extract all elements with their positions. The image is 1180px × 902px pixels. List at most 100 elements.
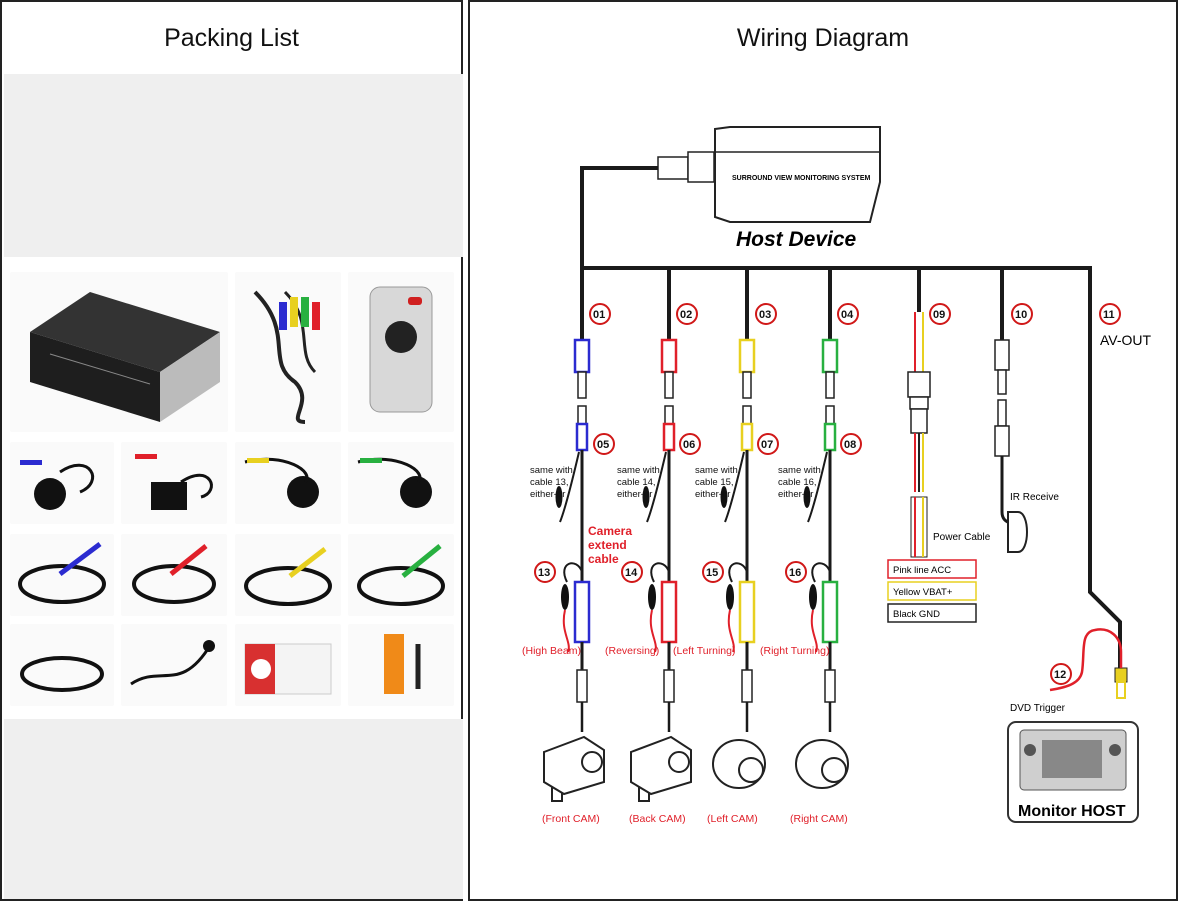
number-badge-16: 16 [785,561,807,583]
number-ring [676,303,698,325]
number-badge-10: 10 [1011,303,1033,325]
number-text: 16 [789,567,801,579]
number-ring [593,433,615,455]
number-ring [702,561,724,583]
same-with-wire [724,451,745,523]
number-text: 03 [759,309,771,321]
power-cable-label: Power Cable [933,532,991,543]
camera-plug [824,669,836,703]
number-badge-03: 03 [755,303,777,325]
number-text: 13 [538,567,550,579]
packing-list-title: Packing List [164,24,299,52]
number-badge-11: 11 [1099,303,1121,325]
trigger-red-wire [727,609,735,653]
same-with-line-1: same with [695,465,738,476]
trigger-loop [650,562,670,583]
trigger-red-wire [810,609,818,653]
same-with-line-3: either-or [778,489,813,500]
calibration-cloth-photo [235,624,341,706]
host-device: SURROUND VIEW MONITORING SYSTEM Host Dev… [657,126,881,251]
trigger-loop [563,562,583,583]
number-badge-09: 09 [929,303,951,325]
number-ring [589,303,611,325]
camera-plug [741,669,753,703]
plug-tip [742,405,752,425]
plug-body [575,422,589,452]
monitor-host-label: Monitor HOST [1018,803,1126,820]
camera-plug [576,669,588,703]
number-ring [1011,303,1033,325]
extend-cable-label-1: Camera [588,524,632,538]
plug-tip [825,405,835,425]
camera-connector [821,580,839,644]
number-text: 08 [844,439,856,451]
plug-body [662,422,676,452]
trigger-label: (High Beam) [522,645,581,657]
same-with-line-2: cable 15, [695,477,734,488]
connector-sleeve [825,371,835,399]
dvd-trigger-label: DVD Trigger [1010,703,1066,714]
trigger-loop [728,562,748,583]
number-text: 15 [706,567,718,579]
same-with-line-2: cable 13, [530,477,569,488]
number-text: 14 [625,567,638,579]
same-with-line-2: cable 14, [617,477,656,488]
av-out-branch: AV-OUT DVD Trigger Monitor HOST [1007,332,1152,823]
number-ring [621,561,643,583]
camera-lens [821,757,847,783]
same-with-wire [807,451,828,523]
plug-body [740,422,754,452]
gray-band-top [4,74,463,257]
number-badge-08: 08 [840,433,862,455]
camera-bracket [638,787,650,802]
connector-sleeve [742,371,752,399]
same-with-clip [555,486,563,508]
same-with-clip [642,486,650,508]
plug-tip [577,405,587,425]
number-text: 11 [1103,309,1115,321]
camera-connector [660,580,678,644]
camera-label: (Right CAM) [790,813,848,825]
number-text: 12 [1054,669,1066,681]
ir-receive-label: IR Receive [1010,492,1059,503]
camera-lens [581,751,603,773]
number-badge-01: 01 [589,303,611,325]
trigger-red-wire [649,609,657,653]
camera-lens [668,751,690,773]
number-badge-12: 12 [1050,663,1072,685]
harness-photo [235,272,341,432]
camera-connector [573,580,591,644]
same-with-clip [720,486,728,508]
camera-lens [738,757,764,783]
number-badge-07: 07 [757,433,779,455]
av-out-label: AV-OUT [1100,332,1152,348]
trigger-clip [561,584,569,610]
main-connector [821,338,839,374]
camera-body [543,735,605,796]
extend-cable-label-3: cable [588,552,619,566]
power-line-vbat: Yellow VBAT+ [893,587,953,598]
extend-cable-photo-1 [10,534,114,616]
number-text: 06 [683,439,695,451]
host-brand: SURROUND VIEW MONITORING SYSTEM [732,175,870,182]
number-ring [785,561,807,583]
camera-label: (Front CAM) [542,813,600,825]
number-text: 07 [761,439,773,451]
same-with-clip [803,486,811,508]
camera-label: (Back CAM) [629,813,686,825]
camera-connector [738,580,756,644]
power-branch: Power Cable Pink line ACC Yellow VBAT+ B… [887,312,991,623]
trigger-label: (Reversing) [605,645,659,657]
same-with-line-1: same with [617,465,660,476]
number-text: 01 [593,309,605,321]
camera-photo-4 [348,442,454,524]
ir-branch: IR Receive [994,339,1059,553]
number-ring [929,303,951,325]
host-device-label: Host Device [736,228,857,251]
camera-body [630,735,692,796]
camera-bracket [551,787,563,802]
